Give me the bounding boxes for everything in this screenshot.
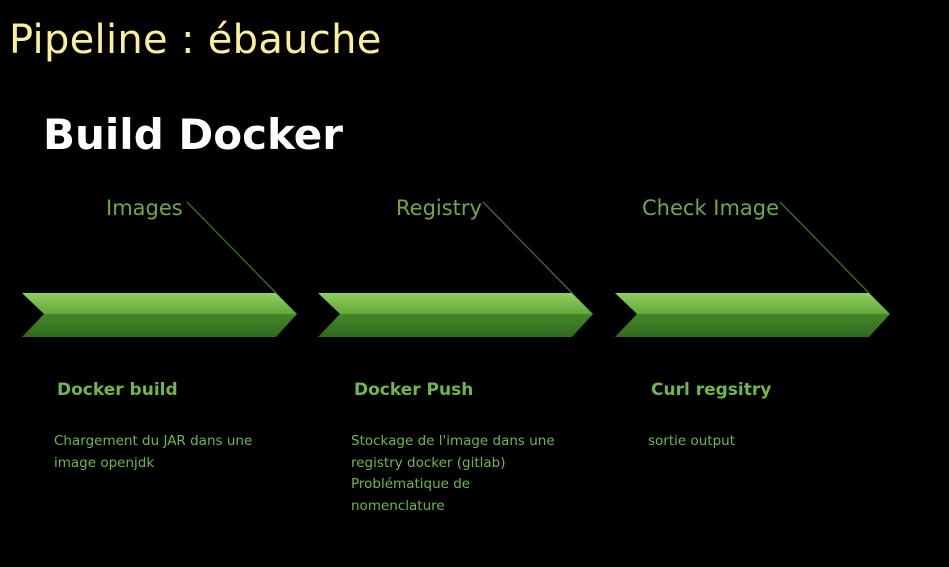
stage-1-arrow-bottom (22, 314, 297, 337)
stage-2-heading: Docker Push (354, 380, 474, 400)
stage-1-description: Chargement du JAR dans une image openjdk (54, 431, 269, 474)
stage-1-heading: Docker build (57, 380, 178, 400)
stage-arrow-2 (318, 201, 593, 337)
stage-2-arrow-top (318, 293, 593, 314)
stage-arrow-3 (615, 201, 890, 337)
stage-1-arrow-top (22, 293, 297, 314)
stage-3-label: Check Image (642, 196, 780, 220)
stage-3-callout-line (779, 201, 870, 294)
stage-1-description-line: Chargement du JAR dans une image openjdk (54, 433, 253, 471)
stage-2-description: Stockage de l'image dans une registry do… (351, 431, 566, 517)
stage-2-callout-line (482, 201, 573, 294)
stage-arrow-1 (22, 201, 297, 337)
stage-2-label: Registry (396, 196, 482, 220)
stage-2-description-line: Stockage de l'image dans une registry do… (351, 433, 555, 471)
stage-1-callout-line (186, 201, 277, 294)
stage-3-arrow-bottom (615, 314, 890, 337)
stage-1-label: Images (106, 196, 183, 220)
slide-title: Pipeline : ébauche (9, 17, 382, 63)
section-title: Build Docker (43, 110, 344, 159)
stage-3-description-line: sortie output (648, 433, 736, 449)
stage-2-arrow-bottom (318, 314, 593, 337)
stage-2-description-line: Problématique de nomenclature (351, 476, 471, 514)
stage-3-heading: Curl regsitry (651, 380, 772, 400)
stage-3-arrow-top (615, 293, 890, 314)
stage-3-description: sortie output (648, 431, 863, 453)
